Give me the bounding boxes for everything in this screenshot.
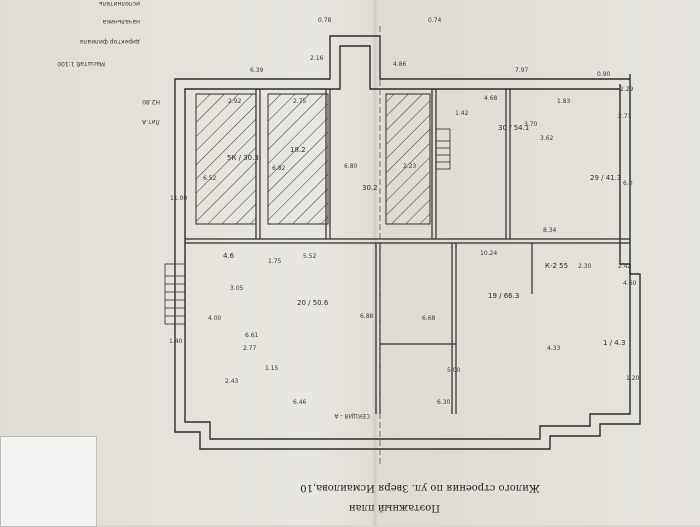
room-label-r10: 4.6: [223, 252, 235, 260]
dim-d23: 1.75: [268, 258, 282, 265]
dim-d22: 3.05: [230, 285, 244, 292]
dim-d13: 8.34: [543, 227, 557, 234]
stamp-lit: Лит.А: [141, 118, 160, 125]
dim-d32: 2.30: [578, 263, 592, 270]
dim-d26: 2.16: [310, 55, 324, 62]
dim-d3: 6.52: [203, 175, 217, 182]
room-label-r2: 5К / 30.3: [227, 154, 259, 162]
dim-d30: 1.15: [265, 365, 279, 372]
dim-top-left: 6.39: [250, 67, 264, 74]
dimension-labels: 6.39 4.86 7.97 0.78 0.74 11.00 6.0 6.46 …: [169, 17, 640, 406]
dim-d6: 4.00: [208, 315, 222, 322]
interior-walls: [185, 89, 630, 414]
dim-d20: 4.68: [484, 95, 498, 102]
dim-d34: 6.88: [360, 313, 374, 320]
hatched-room-1: [385, 93, 431, 225]
inner-stair: [435, 128, 451, 170]
room-label-r5: 30 / 54.1: [498, 124, 529, 132]
dim-d18: 1.42: [455, 110, 469, 117]
dim-d28: 1.20: [626, 375, 640, 382]
dim-d25: 0.90: [597, 71, 611, 78]
paper-fold: [372, 0, 378, 525]
stamp-height: Н2.80: [142, 98, 160, 105]
dim-top-right: 7.97: [515, 67, 529, 74]
room-label-r7: 20 / 50.6: [297, 299, 329, 307]
stamp-line-1: начальника: [102, 18, 140, 25]
dim-d5: 6.80: [344, 163, 358, 170]
dim-d24: 2.29: [620, 86, 634, 93]
dim-right-side: 6.0: [623, 180, 633, 187]
room-label-r6: 29 / 41.3: [590, 174, 621, 182]
stamp-scale: Масштаб 1:100: [57, 60, 105, 67]
dim-bottom-right: 6.30: [437, 399, 451, 406]
hatched-room-2: [267, 93, 329, 225]
dim-d9: 6.68: [422, 315, 436, 322]
dim-d33: 1.40: [169, 338, 183, 345]
document-subtitle: Жилого строения по ул. Зверя Исмаилова,1…: [300, 482, 540, 493]
room-labels: 5К / 30.3 18.2 30.2 30 / 54.1 29 / 41.3 …: [223, 124, 625, 347]
dim-d16: 3.62: [540, 135, 554, 142]
dim-d7: 5.52: [303, 253, 317, 260]
dim-d2: 2.75: [293, 98, 307, 105]
dim-d8: 6.61: [245, 332, 259, 339]
room-label-r3: 18.2: [290, 146, 306, 154]
section-label: СЕКЦИЯ - А: [333, 412, 370, 419]
dim-top-small-right: 0.74: [428, 17, 442, 24]
dim-bottom-left: 6.46: [293, 399, 307, 406]
dim-d19: 2.23: [403, 163, 417, 170]
room-label-r4: 30.2: [362, 184, 378, 192]
dim-d14: 2.71: [618, 113, 632, 120]
dim-left-side: 11.00: [170, 195, 187, 202]
dim-top-mid: 4.86: [393, 61, 407, 68]
dim-d4: 6.82: [272, 165, 286, 172]
hatched-room-3: [195, 93, 257, 225]
dim-d11: 4.33: [547, 345, 561, 352]
plan-rotated-group: [164, 24, 641, 464]
stamp-line-3: исполнитель: [99, 0, 140, 7]
stamp-line-2: директор филиала: [80, 38, 140, 45]
dim-top-small-left: 0.78: [318, 17, 332, 24]
dim-d27: 4.60: [623, 280, 637, 287]
dim-d10: 5.00: [447, 367, 461, 374]
dim-d15: 1.83: [557, 98, 571, 105]
outer-walls: [174, 35, 641, 450]
stamp-note: [0, 436, 97, 527]
dim-d12: 10.24: [480, 250, 497, 257]
dim-d21: 2.77: [243, 345, 257, 352]
document-title: Поэтажный план: [349, 502, 440, 513]
dim-d29: 2.43: [225, 378, 239, 385]
room-label-r8: 19 / 66.3: [488, 292, 519, 300]
dim-d31: 2.42: [618, 263, 632, 270]
dim-d1: 2.92: [228, 98, 242, 105]
room-label-r9: К-2 55: [545, 262, 568, 270]
room-label-r1: 1 / 4.3: [603, 339, 625, 347]
document-text: Поэтажный план Жилого строения по ул. Зв…: [57, 0, 540, 513]
dim-d17: 3.70: [524, 121, 538, 128]
staircase: [164, 263, 186, 325]
